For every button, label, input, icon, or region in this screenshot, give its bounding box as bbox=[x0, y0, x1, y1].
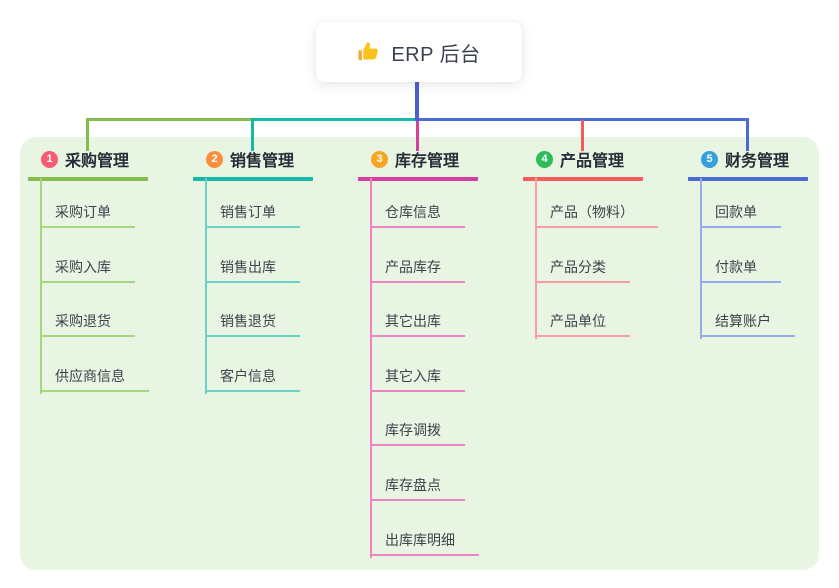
branch-4-number-badge: 4 bbox=[536, 150, 553, 168]
branch-2-child-1[interactable]: 销售订单 bbox=[205, 203, 300, 228]
branch-2-child-spine bbox=[205, 178, 207, 394]
branch-5-child-2[interactable]: 付款单 bbox=[700, 258, 781, 283]
root-connector-line bbox=[415, 80, 419, 121]
branch-3-number-badge: 3 bbox=[371, 150, 388, 168]
branch-5-child-spine bbox=[700, 178, 702, 339]
branch-3-child-1[interactable]: 仓库信息 bbox=[370, 203, 465, 228]
connector-drop-branch-1 bbox=[86, 120, 89, 151]
branch-1-label[interactable]: 1 采购管理 bbox=[28, 147, 148, 181]
connector-drop-branch-5 bbox=[746, 120, 749, 151]
branch-3-child-3[interactable]: 其它出库 bbox=[370, 312, 465, 337]
branch-4-label[interactable]: 4 产品管理 bbox=[523, 147, 643, 181]
connector-drop-branch-4 bbox=[581, 120, 584, 151]
branch-1-child-spine bbox=[40, 178, 42, 394]
branch-1-title: 采购管理 bbox=[65, 153, 130, 170]
branch-1-child-1[interactable]: 采购订单 bbox=[40, 203, 135, 228]
connector-drop-branch-2 bbox=[251, 120, 254, 151]
root-node-title: ERP 后台 bbox=[391, 43, 481, 66]
thumbs-up-icon bbox=[357, 40, 381, 64]
branch-1-child-2[interactable]: 采购入库 bbox=[40, 258, 135, 283]
branch-3-title: 库存管理 bbox=[395, 153, 460, 170]
branch-4-title: 产品管理 bbox=[560, 153, 625, 170]
branch-5-number-badge: 5 bbox=[701, 150, 718, 168]
branch-4-child-2[interactable]: 产品分类 bbox=[535, 258, 630, 283]
root-node[interactable]: ERP 后台 bbox=[316, 22, 522, 82]
branches-panel bbox=[20, 137, 819, 570]
branch-1-child-4[interactable]: 供应商信息 bbox=[40, 367, 149, 392]
branch-3-label[interactable]: 3 库存管理 bbox=[358, 147, 478, 181]
branch-5-title: 财务管理 bbox=[725, 153, 790, 170]
branch-1-child-3[interactable]: 采购退货 bbox=[40, 312, 135, 337]
connector-horizontal-segment-1 bbox=[86, 118, 254, 121]
branch-2-number-badge: 2 bbox=[206, 150, 223, 168]
connector-drop-branch-3 bbox=[416, 120, 419, 151]
branch-3-child-5[interactable]: 库存调拨 bbox=[370, 421, 465, 446]
branch-4-child-spine bbox=[535, 178, 537, 339]
branch-2-label[interactable]: 2 销售管理 bbox=[193, 147, 313, 181]
branch-2-child-3[interactable]: 销售退货 bbox=[205, 312, 300, 337]
branch-3-child-6[interactable]: 库存盘点 bbox=[370, 476, 465, 501]
branch-1-number-badge: 1 bbox=[41, 150, 58, 168]
connector-horizontal-segment-3 bbox=[416, 118, 749, 121]
branch-4-child-3[interactable]: 产品单位 bbox=[535, 312, 630, 337]
branch-2-title: 销售管理 bbox=[230, 153, 295, 170]
branch-3-child-2[interactable]: 产品库存 bbox=[370, 258, 465, 283]
branch-4-child-1[interactable]: 产品（物料） bbox=[535, 203, 658, 228]
branch-2-child-2[interactable]: 销售出库 bbox=[205, 258, 300, 283]
branch-3-child-7[interactable]: 出库库明细 bbox=[370, 531, 479, 556]
branch-2-child-4[interactable]: 客户信息 bbox=[205, 367, 300, 392]
branch-5-child-3[interactable]: 结算账户 bbox=[700, 312, 795, 337]
branch-3-child-4[interactable]: 其它入库 bbox=[370, 367, 465, 392]
branch-3-child-spine bbox=[370, 178, 372, 558]
branch-5-label[interactable]: 5 财务管理 bbox=[688, 147, 808, 181]
branch-5-child-1[interactable]: 回款单 bbox=[700, 203, 781, 228]
connector-horizontal-segment-2 bbox=[251, 118, 419, 121]
